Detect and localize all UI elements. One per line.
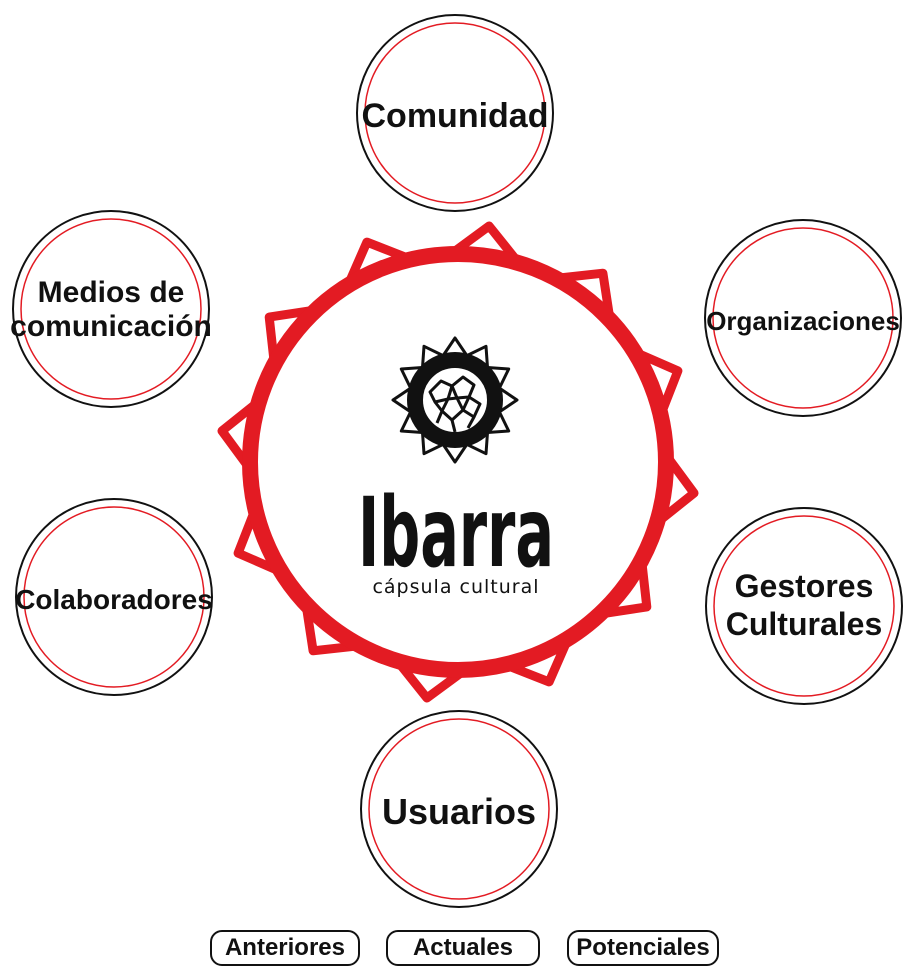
user-type-anteriores: Anteriores — [210, 930, 360, 966]
brand-title: Ibarra — [358, 477, 554, 589]
red-ring — [242, 246, 674, 678]
node-organizaciones-label: Organizaciones — [706, 306, 900, 336]
node-gestores-label-line2: Culturales — [726, 606, 882, 642]
ibarra-logo-ball-icon — [391, 336, 519, 464]
node-gestores-label-line1: Gestores — [735, 568, 874, 604]
node-colaboradores-label: Colaboradores — [15, 584, 213, 615]
node-usuarios-label: Usuarios — [382, 791, 536, 832]
node-organizaciones: Organizaciones — [704, 219, 902, 417]
brand-subtitle: cápsula cultural — [372, 576, 539, 598]
user-type-potenciales: Potenciales — [567, 930, 719, 966]
user-type-actuales: Actuales — [386, 930, 540, 966]
node-colaboradores: Colaboradores — [15, 498, 213, 696]
center-hub: Ibarra cápsula cultural — [217, 221, 699, 703]
node-comunidad-label: Comunidad — [362, 97, 549, 135]
node-comunidad: Comunidad — [356, 14, 554, 212]
node-usuarios: Usuarios — [360, 710, 558, 908]
node-medios: Medios de comunicación — [10, 210, 212, 408]
node-medios-label-line1: Medios de — [38, 276, 185, 309]
node-gestores: Gestores Culturales — [705, 507, 903, 705]
node-medios-label-line2: comunicación — [10, 310, 212, 343]
red-star-outline — [217, 221, 699, 703]
